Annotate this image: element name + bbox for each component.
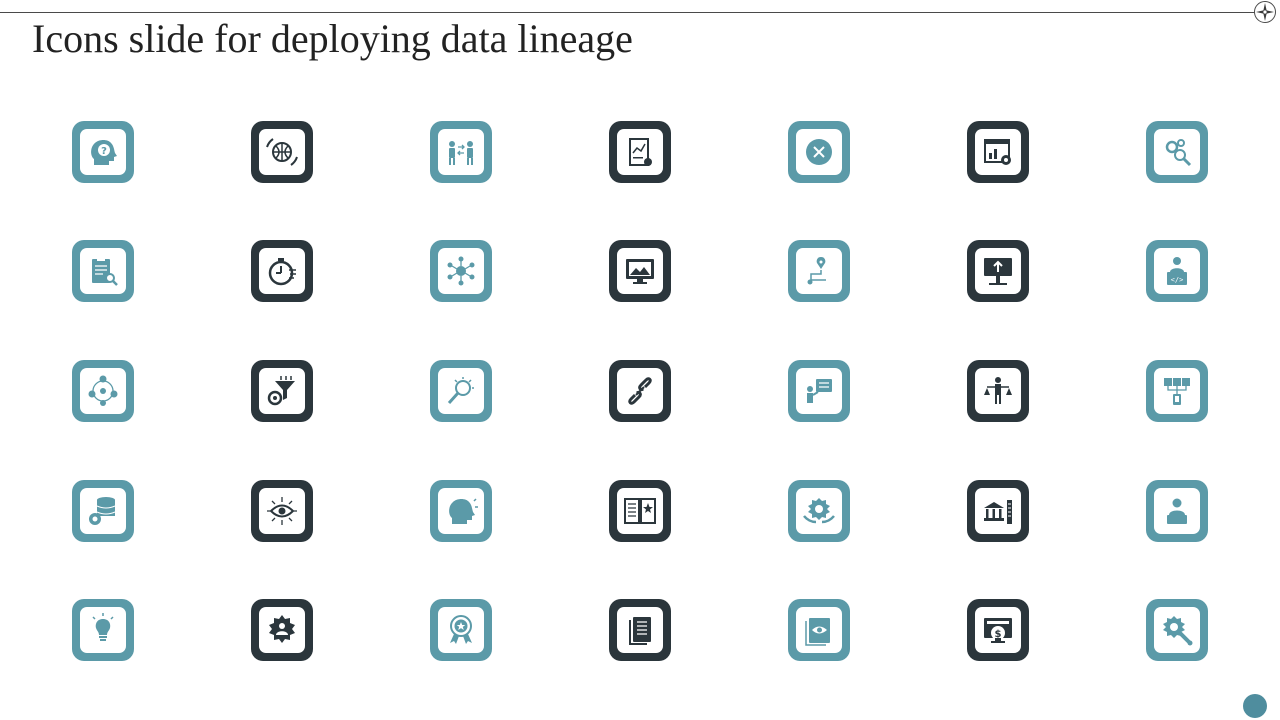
icon-tile: [72, 360, 134, 422]
icon-tile: [72, 480, 134, 542]
top-divider-line: [0, 12, 1255, 13]
icon-tile: [967, 240, 1029, 302]
icon-tile: [788, 360, 850, 422]
icon-tile: [430, 360, 492, 422]
gear-funnel-icon: [267, 376, 295, 406]
svg-text:</>: </>: [1171, 276, 1184, 284]
icon-tile: [251, 121, 313, 183]
network-hub-icon: [447, 256, 475, 286]
icon-tile: [251, 360, 313, 422]
database-gear-icon: [89, 497, 116, 525]
icon-tile: [430, 599, 492, 661]
gears-search-icon: [1165, 139, 1192, 167]
document-stack-icon: [629, 617, 651, 645]
lightbulb-icon: [92, 613, 114, 641]
icon-tile: [609, 480, 671, 542]
icon-tile: [1146, 121, 1208, 183]
servers-phone-icon: [1164, 378, 1190, 405]
bank-tower-icon: [984, 500, 1012, 524]
gear-hands-icon: [803, 498, 835, 524]
gear-wrench-icon: [1163, 616, 1193, 646]
monitor-image-icon: [626, 259, 654, 284]
clipboard-search-icon: [92, 257, 118, 286]
icon-tile: [72, 599, 134, 661]
slide-indicator-dot: [1243, 694, 1267, 718]
icon-tile: [251, 480, 313, 542]
icon-tile: [788, 240, 850, 302]
award-badge-icon: [450, 615, 472, 644]
icon-tile: [609, 360, 671, 422]
person-balance-icon: [984, 377, 1012, 404]
icon-tile: [72, 240, 134, 302]
head-question-icon: ?: [91, 140, 117, 165]
icon-tile: [967, 480, 1029, 542]
compass-star-icon: [1254, 1, 1276, 23]
svg-text:$: $: [995, 629, 1002, 640]
icon-tile: [609, 240, 671, 302]
icon-tile: $: [967, 599, 1029, 661]
gear-user-icon: [269, 615, 295, 643]
location-path-icon: [807, 257, 826, 285]
document-eye-icon: [805, 618, 830, 646]
icon-tile: [251, 240, 313, 302]
icon-tile: [609, 121, 671, 183]
icon-tile: [430, 121, 492, 183]
icon-tile: [788, 121, 850, 183]
icon-tile: [788, 599, 850, 661]
icon-tile: [1146, 480, 1208, 542]
page-title: Icons slide for deploying data lineage: [32, 16, 633, 61]
icon-tile: ?: [72, 121, 134, 183]
people-exchange-icon: [449, 141, 473, 165]
icon-tile: [1146, 360, 1208, 422]
svg-text:?: ?: [101, 146, 107, 157]
user-code-icon: </>: [1167, 257, 1187, 285]
monitor-dollar-icon: $: [984, 618, 1012, 643]
icon-tile: [430, 480, 492, 542]
icon-tile: </>: [1146, 240, 1208, 302]
globe-arrows-icon: [266, 138, 298, 166]
magnifier-idea-icon: [447, 377, 474, 405]
stopwatch-icon: [268, 258, 296, 286]
document-chart-icon: [629, 138, 652, 166]
dashboard-gear-icon: [984, 139, 1011, 165]
icon-tile: [1146, 599, 1208, 661]
icon-tile: [609, 599, 671, 661]
close-circle-icon: [806, 139, 832, 165]
icon-tile: [967, 360, 1029, 422]
billboard-upload-icon: [984, 258, 1012, 285]
icon-tile: [251, 599, 313, 661]
book-star-icon: [624, 498, 656, 524]
icon-tile: [788, 480, 850, 542]
user-desk-icon: [1167, 498, 1187, 524]
icon-tile: [430, 240, 492, 302]
icon-tile: [967, 121, 1029, 183]
team-network-icon: [88, 375, 118, 406]
head-mind-icon: [449, 498, 478, 524]
person-board-icon: [807, 379, 832, 403]
eye-network-icon: [267, 497, 297, 525]
chain-link-icon: [628, 377, 652, 405]
